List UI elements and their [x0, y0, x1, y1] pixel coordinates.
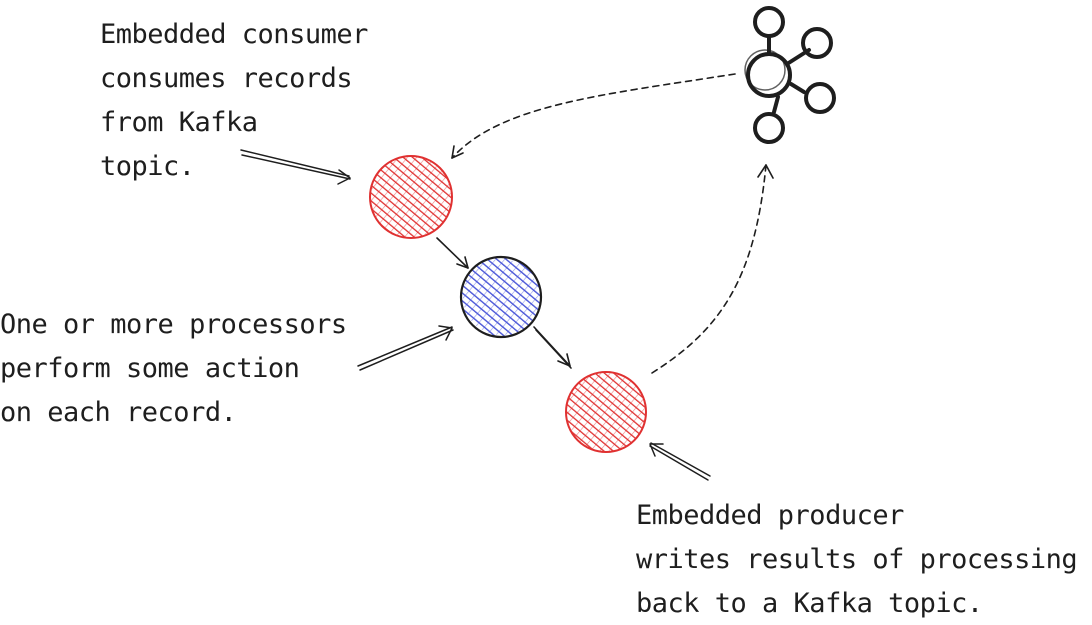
- producer-node: [565, 371, 647, 453]
- consumer-callout-arrow: [240, 149, 351, 185]
- processor-annotation-line: One or more processors: [0, 309, 347, 340]
- consumer-node: [369, 155, 453, 239]
- processor-annotation: One or more processors perform some acti…: [0, 303, 347, 435]
- kafka-to-consumer-arrowhead: [451, 145, 464, 159]
- producer-annotation-line: Embedded producer: [636, 500, 904, 531]
- processor-to-producer-arrow: [533, 326, 572, 369]
- consumer-annotation-line: from Kafka: [100, 107, 258, 138]
- kafka-to-consumer-dashed-arrow: [451, 73, 736, 159]
- producer-to-kafka-arrowhead: [757, 164, 774, 179]
- processor-annotation-line: on each record.: [0, 397, 237, 428]
- producer-annotation-line: writes results of processing: [636, 544, 1078, 575]
- kafka-logo-icon: [744, 6, 836, 144]
- consumer-annotation: Embedded consumer consumes records from …: [100, 13, 368, 189]
- consumer-to-processor-arrow: [436, 237, 469, 269]
- consumer-annotation-line: topic.: [100, 151, 195, 182]
- processor-callout-arrow: [357, 325, 454, 371]
- consumer-annotation-line: Embedded consumer: [100, 19, 368, 50]
- producer-callout-arrow: [649, 442, 711, 481]
- processor-node: [459, 255, 543, 339]
- producer-annotation: Embedded producer writes results of proc…: [636, 494, 1078, 625]
- processor-annotation-line: perform some action: [0, 353, 300, 384]
- producer-annotation-line: back to a Kafka topic.: [636, 588, 983, 619]
- consumer-annotation-line: consumes records: [100, 63, 353, 94]
- producer-to-kafka-dashed-arrow: [651, 164, 767, 374]
